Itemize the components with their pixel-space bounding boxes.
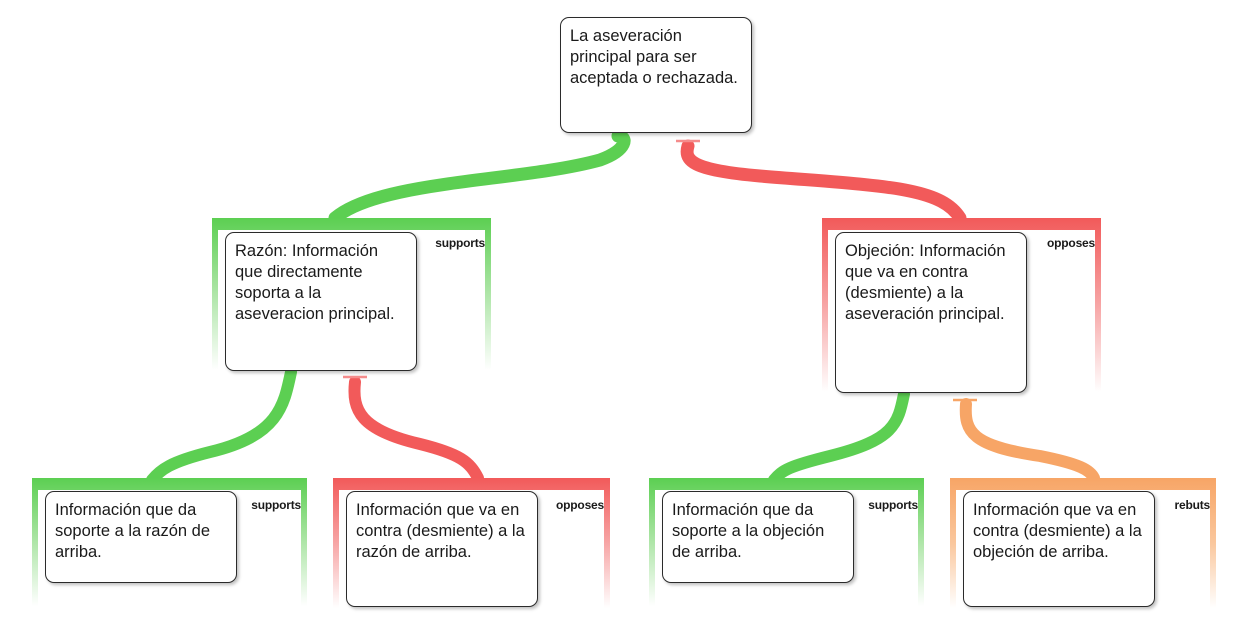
relation-label: opposes: [1047, 236, 1095, 250]
relation-label: supports: [251, 498, 301, 512]
reason-oppose-node[interactable]: Información que va en contra (desmiente)…: [346, 491, 538, 607]
main-claim-node[interactable]: La aseveración principal para ser acepta…: [560, 17, 752, 133]
objection-rebut-node[interactable]: Información que va en contra (desmiente)…: [963, 491, 1155, 607]
relation-label: rebuts: [1174, 498, 1211, 512]
connector-reason-support: [146, 366, 297, 486]
relation-label: opposes: [556, 498, 604, 512]
reason-node[interactable]: Razón: Información que directamente sopo…: [225, 232, 417, 371]
connector-objection-support: [768, 388, 910, 486]
connector-objection-rebut: [959, 398, 1100, 484]
connector-root-reason: [328, 129, 631, 225]
connector-reason-oppose: [348, 376, 484, 484]
relation-label: supports: [435, 236, 485, 250]
objection-support-node[interactable]: Información que da soporte a la objeción…: [662, 491, 854, 583]
reason-support-node[interactable]: Información que da soporte a la razón de…: [45, 491, 237, 583]
objection-node[interactable]: Objeción: Información que va en contra (…: [835, 232, 1027, 393]
connector-root-objection: [680, 139, 967, 225]
relation-label: supports: [868, 498, 918, 512]
